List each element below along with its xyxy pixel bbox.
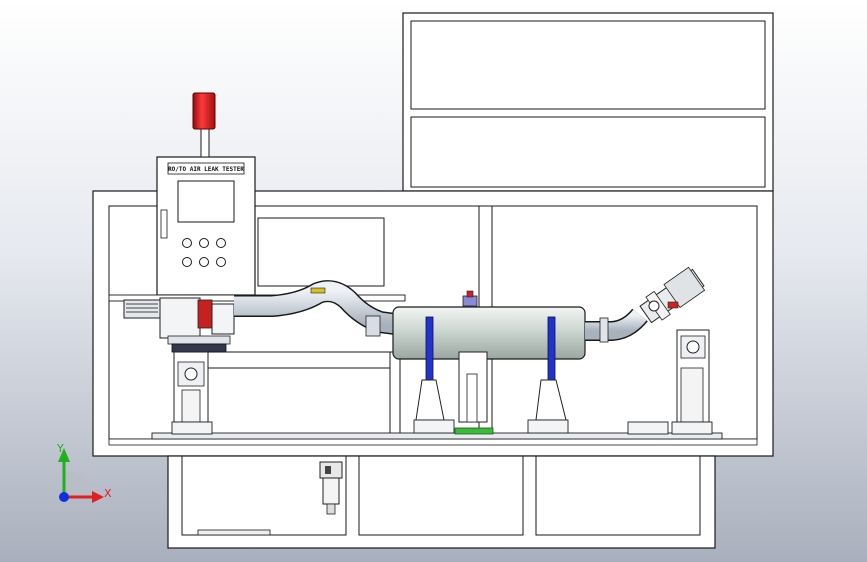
panel-title: RO/TO AIR LEAK TESTER	[168, 166, 244, 173]
panel-button-1[interactable]	[182, 238, 192, 248]
right-clamp-cylinder	[639, 266, 706, 324]
muffler-supports	[413, 351, 569, 435]
panel-button-3[interactable]	[216, 238, 226, 248]
left-fixture	[123, 297, 235, 353]
panel-button-5[interactable]	[199, 257, 209, 267]
lower-base	[167, 455, 716, 549]
exhaust-pipe	[234, 280, 397, 337]
coordinate-triad: Y X	[56, 442, 112, 503]
panel-button-2[interactable]	[199, 238, 209, 248]
upper-cabinet	[402, 12, 774, 192]
right-post-support	[627, 329, 713, 435]
signal-beacon	[192, 92, 216, 158]
control-panel: RO/TO AIR LEAK TESTER	[156, 156, 256, 296]
axis-y-label: Y	[56, 442, 64, 455]
panel-button-6[interactable]	[216, 257, 226, 267]
air-filter-regulator[interactable]	[319, 461, 343, 515]
hmi-screen[interactable]	[177, 180, 235, 223]
panel-button-4[interactable]	[182, 257, 192, 267]
left-post-support	[171, 351, 213, 435]
axis-x-label: X	[104, 487, 112, 500]
outlet-pipe	[585, 308, 648, 343]
